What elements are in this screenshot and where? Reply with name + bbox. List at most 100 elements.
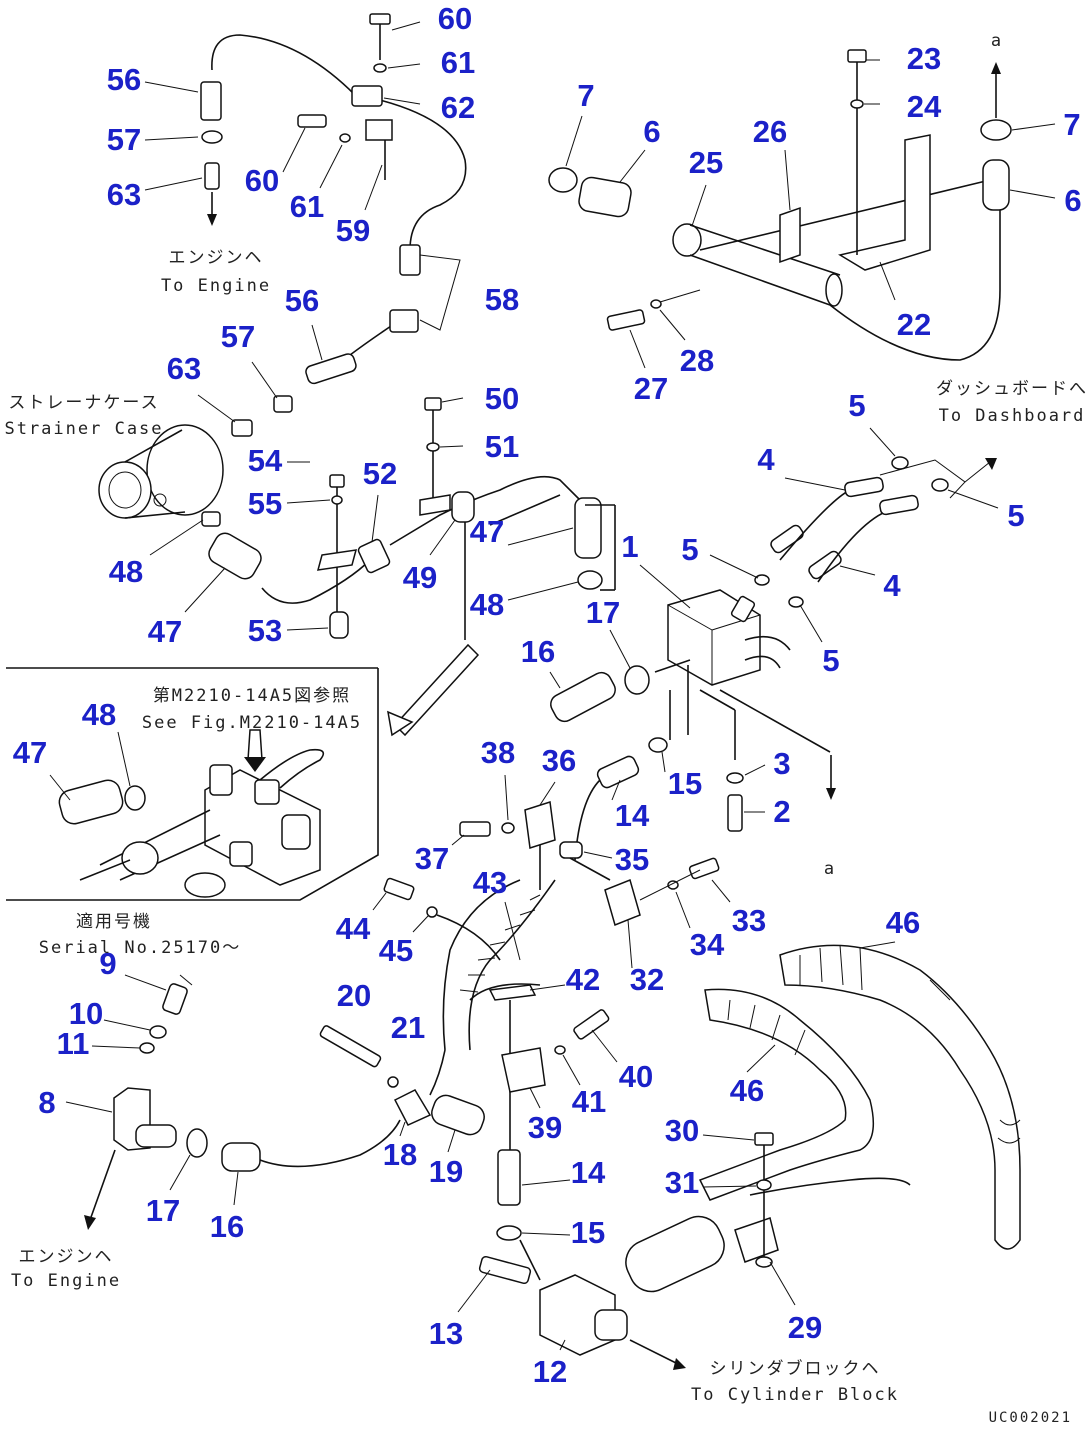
part-callout-2: 2 bbox=[773, 794, 790, 829]
part-callout-28: 28 bbox=[680, 343, 714, 378]
part-callout-4: 4 bbox=[757, 442, 775, 477]
part-callout-42: 42 bbox=[566, 962, 600, 997]
part-callout-15: 15 bbox=[571, 1215, 605, 1250]
part-callout-47: 47 bbox=[13, 735, 47, 770]
part-callout-7: 7 bbox=[577, 78, 594, 113]
clip-58b-icon bbox=[389, 309, 419, 333]
part-callout-17: 17 bbox=[146, 1193, 180, 1228]
part-callout-59: 59 bbox=[336, 213, 370, 248]
washer-11-icon bbox=[139, 1042, 155, 1054]
valve-block-assembly bbox=[550, 456, 997, 832]
washer-34-icon bbox=[667, 880, 679, 890]
part-callout-63: 63 bbox=[167, 351, 201, 386]
washer-10-icon bbox=[149, 1025, 167, 1039]
part-callout-25: 25 bbox=[689, 145, 723, 180]
connector-63-lower-icon bbox=[231, 419, 253, 437]
part-callout-55: 55 bbox=[248, 486, 282, 521]
part-callout-3: 3 bbox=[773, 746, 790, 781]
annotation-note-12: シリンダブロックヘ bbox=[710, 1358, 881, 1379]
part-callout-5: 5 bbox=[848, 388, 865, 423]
bolt-27-icon bbox=[606, 309, 646, 331]
valve-9-icon bbox=[162, 983, 188, 1015]
leader-lines bbox=[49, 21, 1056, 1351]
clamp-5b-icon bbox=[931, 478, 949, 492]
part-callout-37: 37 bbox=[415, 841, 449, 876]
part-callout-20: 20 bbox=[337, 978, 371, 1013]
annotation-note-6: 第M2210-14A5図参照 bbox=[153, 686, 351, 706]
hose-46-left-icon bbox=[698, 988, 875, 1201]
clip-52-icon bbox=[357, 538, 391, 574]
part-callout-53: 53 bbox=[248, 613, 282, 648]
part-callout-16: 16 bbox=[210, 1209, 244, 1244]
hose-19-icon bbox=[431, 1094, 485, 1136]
part-callout-34: 34 bbox=[690, 927, 725, 962]
clip-36-icon bbox=[524, 801, 556, 849]
part-callout-1: 1 bbox=[621, 529, 638, 564]
bracket-icon bbox=[316, 549, 358, 571]
washer-61b-icon bbox=[339, 133, 351, 143]
part-callout-8: 8 bbox=[38, 1085, 55, 1120]
annotation-note-0: エンジンヘ bbox=[169, 248, 264, 268]
bracket-32-icon bbox=[604, 878, 641, 927]
part-callout-60: 60 bbox=[245, 163, 279, 198]
annotation-note-11: To Engine bbox=[11, 1271, 121, 1291]
hose-47b-icon bbox=[574, 497, 602, 559]
annotation-note-8: 適用号機 bbox=[76, 912, 152, 932]
center-hose-assembly bbox=[383, 755, 720, 1241]
part-callout-40: 40 bbox=[619, 1059, 653, 1094]
annotation-note-2: ストレーナケース bbox=[8, 393, 159, 413]
part-callout-16: 16 bbox=[521, 634, 555, 669]
hose-14-lower-icon bbox=[497, 1149, 521, 1206]
radiator-hose-assembly bbox=[478, 944, 1021, 1370]
pipe-29-section-icon bbox=[625, 1215, 725, 1293]
lower-left-hose-assembly bbox=[84, 974, 485, 1230]
part-callout-10: 10 bbox=[69, 996, 103, 1031]
part-callout-5: 5 bbox=[681, 532, 698, 567]
part-callout-9: 9 bbox=[99, 946, 116, 981]
arrow-cylinder-icon bbox=[673, 1358, 686, 1370]
bracket-22-icon bbox=[838, 134, 931, 271]
hose-16-upper-icon bbox=[550, 671, 616, 723]
part-callout-6: 6 bbox=[1064, 183, 1081, 218]
part-callout-15: 15 bbox=[668, 766, 702, 801]
clamp-5d-icon bbox=[788, 596, 804, 608]
part-callout-57: 57 bbox=[107, 122, 141, 157]
bracket-26-icon bbox=[779, 206, 801, 264]
part-callout-21: 21 bbox=[391, 1010, 425, 1045]
part-callout-58: 58 bbox=[485, 282, 519, 317]
part-callout-19: 19 bbox=[429, 1154, 463, 1189]
clip-59-icon bbox=[365, 119, 393, 141]
hose-6-right-icon bbox=[982, 159, 1010, 211]
washer-28-icon bbox=[650, 299, 662, 309]
washer-45-icon bbox=[426, 906, 438, 918]
clamp-48b-icon bbox=[577, 570, 603, 590]
clip-62-icon bbox=[351, 85, 383, 107]
part-callout-32: 32 bbox=[630, 962, 664, 997]
clip-49-icon bbox=[451, 491, 475, 523]
clamp-17-lower-icon bbox=[186, 1128, 208, 1158]
part-callout-14: 14 bbox=[615, 798, 650, 833]
washer-41-icon bbox=[554, 1045, 566, 1055]
part-callout-22: 22 bbox=[897, 307, 931, 342]
part-callout-13: 13 bbox=[429, 1316, 463, 1351]
part-callout-44: 44 bbox=[336, 911, 371, 946]
bolt-60-icon bbox=[369, 13, 391, 25]
bolt-54-icon bbox=[329, 474, 345, 488]
part-callout-5: 5 bbox=[1007, 498, 1024, 533]
part-callout-61: 61 bbox=[441, 45, 475, 80]
part-callout-36: 36 bbox=[542, 743, 576, 778]
part-callout-56: 56 bbox=[285, 283, 319, 318]
part-callout-63: 63 bbox=[107, 177, 141, 212]
pipe-25-end-icon bbox=[672, 223, 702, 257]
clip-58a-icon bbox=[399, 244, 421, 276]
hose-46-right-icon bbox=[779, 944, 1021, 1250]
tee-8-outlet-icon bbox=[135, 1124, 177, 1148]
part-callout-39: 39 bbox=[528, 1110, 562, 1145]
clamp-15-lower-icon bbox=[496, 1225, 522, 1241]
washer-21-icon bbox=[387, 1076, 399, 1088]
part-callout-43: 43 bbox=[473, 865, 507, 900]
part-callout-47: 47 bbox=[470, 514, 504, 549]
hose-56-lower-icon bbox=[305, 353, 357, 385]
bolt-20-icon bbox=[319, 1025, 382, 1068]
